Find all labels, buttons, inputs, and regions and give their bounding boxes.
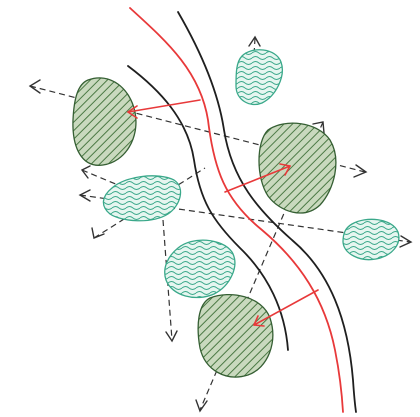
light-patch-east xyxy=(343,219,399,259)
arrowhead-east-lower xyxy=(400,236,411,247)
arrowhead-west-upper xyxy=(30,80,40,93)
arrowhead-southwest xyxy=(92,228,104,238)
light-patch-center xyxy=(165,240,235,297)
light-patch-north xyxy=(236,50,282,105)
light-patch-west xyxy=(103,176,180,221)
dark-patches xyxy=(73,78,336,377)
dark-patch-east xyxy=(259,123,336,213)
red-arrow-to-northwest-patch xyxy=(128,100,200,112)
dark-patch-south xyxy=(198,295,273,377)
arrowhead-south-long xyxy=(196,400,207,411)
dark-patch-northwest xyxy=(73,78,136,165)
